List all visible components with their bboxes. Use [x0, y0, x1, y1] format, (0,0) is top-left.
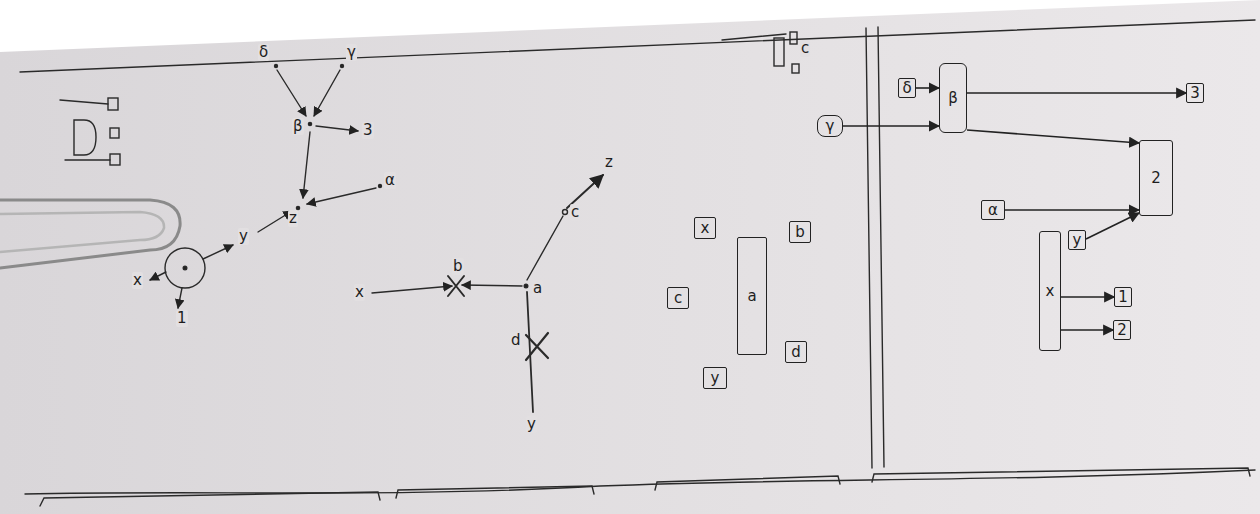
point-label: 1 — [176, 310, 188, 327]
sketch-box: x — [1039, 231, 1061, 351]
arrow-connector — [1005, 209, 1139, 211]
point-label: γ — [346, 44, 357, 61]
arrow-connector — [843, 125, 939, 127]
point-label: z — [288, 210, 298, 227]
sketch-box: 3 — [1186, 83, 1204, 104]
point-label: y — [526, 416, 537, 433]
sketch-box: d — [785, 341, 807, 363]
point-label: c — [570, 204, 580, 221]
point-label: α — [384, 172, 396, 189]
box-label: 3 — [1190, 85, 1200, 102]
sketch-box: 2 — [1139, 140, 1173, 216]
point-label: y — [238, 228, 249, 245]
box-label: d — [791, 344, 801, 361]
box-label: b — [795, 224, 805, 241]
point-label: z — [604, 154, 614, 171]
box-label: a — [747, 288, 756, 305]
point-label: δ — [258, 44, 269, 61]
sketch-box: α — [981, 200, 1005, 221]
sketch-box: 1 — [1114, 287, 1132, 308]
box-label: y — [711, 370, 720, 387]
box-label: x — [701, 220, 710, 237]
arrow-connector — [1061, 296, 1114, 298]
sketch-box: γ — [817, 115, 843, 137]
arrow-connector — [1086, 213, 1139, 239]
box-label: y — [1073, 232, 1082, 249]
box-label: 2 — [1151, 170, 1161, 187]
box-label: x — [1046, 283, 1055, 300]
sketch-box: β — [939, 63, 967, 133]
sketch-box: a — [737, 237, 767, 355]
point-label: b — [452, 258, 464, 275]
point-label: c — [800, 40, 810, 57]
arrow-connector — [1061, 329, 1113, 331]
box-label: β — [948, 90, 958, 107]
point-label: x — [354, 284, 365, 301]
point-label: d — [510, 332, 522, 349]
point-label: a — [532, 280, 543, 297]
point-label: x — [132, 272, 143, 289]
point-label: 3 — [362, 122, 374, 139]
box-label: 2 — [1117, 322, 1127, 339]
box-label: δ — [902, 80, 911, 97]
arrow-connector — [967, 92, 1186, 94]
arrow-connector — [967, 130, 1139, 143]
sketch-box: x — [694, 217, 716, 239]
sketch-box: b — [789, 221, 811, 243]
sketch-box: y — [703, 367, 727, 389]
point-label: β — [292, 118, 304, 135]
arrow-connector — [916, 87, 939, 89]
sketch-box: y — [1068, 230, 1086, 251]
box-label: α — [988, 202, 998, 219]
sketch-box: c — [667, 287, 689, 309]
box-label: 1 — [1118, 289, 1128, 306]
sketch-box: 2 — [1113, 320, 1131, 341]
box-label: c — [674, 290, 682, 307]
sketch-box: δ — [898, 78, 916, 99]
box-label: γ — [826, 118, 835, 135]
